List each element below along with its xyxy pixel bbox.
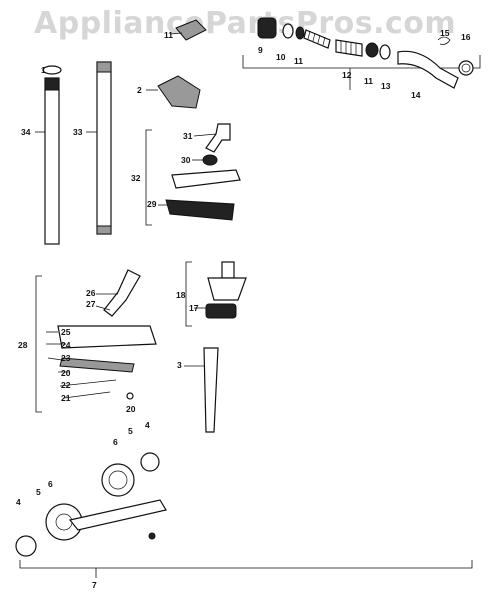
callout-14: 14 xyxy=(411,90,421,100)
part-33-lower-wand[interactable] xyxy=(96,61,112,235)
callout-7: 7 xyxy=(92,580,97,590)
part-23-agitator[interactable] xyxy=(59,357,135,373)
callout-32: 32 xyxy=(131,173,141,183)
callout-22: 22 xyxy=(61,380,71,390)
part-22-21-linkage[interactable] xyxy=(59,379,117,399)
callout-2: 2 xyxy=(137,85,142,95)
part-18-brush-neck[interactable] xyxy=(221,261,235,279)
callout-11c: 11 xyxy=(164,30,173,40)
caddy-assembly xyxy=(15,452,473,578)
watermark: AppliancePartsPros.com xyxy=(34,6,457,41)
part-2-connector[interactable] xyxy=(157,75,201,109)
callout-labels: 1 2 3 4 4 5 5 6 6 7 9 10 11 11 11 12 13 … xyxy=(16,28,471,590)
part-1-wand-cap[interactable] xyxy=(42,65,62,75)
part-11c-clip[interactable] xyxy=(175,19,207,41)
callout-16: 16 xyxy=(461,32,471,42)
callout-15: 15 xyxy=(440,28,450,38)
callout-6b: 6 xyxy=(113,437,118,447)
callout-9: 9 xyxy=(258,45,263,55)
callout-6a: 6 xyxy=(48,479,53,489)
callout-20b: 20 xyxy=(126,404,136,414)
callout-3: 3 xyxy=(177,360,182,370)
callout-11b: 11 xyxy=(364,76,373,86)
callout-20a: 20 xyxy=(61,368,71,378)
nozzle-assembly xyxy=(35,269,157,413)
part-20b-screw[interactable] xyxy=(126,392,134,400)
part-4b-hubcap[interactable] xyxy=(140,452,160,472)
callout-13: 13 xyxy=(381,81,391,91)
part-34-upper-wand[interactable] xyxy=(44,77,60,245)
callout-33: 33 xyxy=(73,127,83,137)
callout-4b: 4 xyxy=(145,420,150,430)
hose-bracket xyxy=(242,55,481,69)
callout-23: 23 xyxy=(61,353,71,363)
callout-1: 1 xyxy=(41,65,46,75)
callout-31: 31 xyxy=(183,131,193,141)
callout-5b: 5 xyxy=(128,426,133,436)
callout-18: 18 xyxy=(176,290,186,300)
part-15-clip[interactable] xyxy=(437,36,451,45)
callout-12: 12 xyxy=(342,70,352,80)
part-10-ring[interactable] xyxy=(282,23,294,39)
callout-24: 24 xyxy=(61,340,71,350)
callout-34: 34 xyxy=(21,127,31,137)
part-18-dusting-brush[interactable] xyxy=(207,277,247,301)
part-7-caddy-frame[interactable] xyxy=(68,499,167,531)
wands xyxy=(35,61,201,245)
hose-assembly xyxy=(169,17,481,90)
callout-25: 25 xyxy=(61,327,71,337)
attachment-tools xyxy=(184,261,247,433)
part-6b-wheel[interactable] xyxy=(101,463,135,497)
callout-4a: 4 xyxy=(16,497,21,507)
part-29-brush-strip[interactable] xyxy=(165,199,235,221)
part-14-hose-handle[interactable] xyxy=(397,50,459,89)
callout-29: 29 xyxy=(147,199,157,209)
hose-section[interactable] xyxy=(303,29,331,49)
part-3-crevice-tool[interactable] xyxy=(203,347,219,433)
part-31-elbow[interactable] xyxy=(205,123,231,153)
part-12-hose[interactable] xyxy=(335,39,363,57)
floor-brush-assembly xyxy=(145,123,241,226)
callout-5a: 5 xyxy=(36,487,41,497)
callout-10: 10 xyxy=(276,52,286,62)
part-30-swivel[interactable] xyxy=(202,154,218,166)
callout-28: 28 xyxy=(18,340,28,350)
part-4a-hubcap[interactable] xyxy=(15,535,37,557)
part-17-bristles[interactable] xyxy=(205,303,237,319)
callout-11a: 11 xyxy=(294,56,303,66)
part-26-neck[interactable] xyxy=(103,269,141,317)
callout-17: 17 xyxy=(189,303,199,313)
part-9-hose-cuff[interactable] xyxy=(257,17,277,39)
part-25-nozzle-body[interactable] xyxy=(57,325,157,349)
part-13-ring[interactable] xyxy=(379,44,391,60)
part-16-clamp[interactable] xyxy=(458,60,474,76)
callout-26: 26 xyxy=(86,288,96,298)
callout-30: 30 xyxy=(181,155,191,165)
part-32-floor-brush[interactable] xyxy=(171,169,241,189)
callout-21: 21 xyxy=(61,393,71,403)
part-11b-collar[interactable] xyxy=(365,42,379,58)
part-11a-collar[interactable] xyxy=(295,26,305,40)
callout-27: 27 xyxy=(86,299,96,309)
